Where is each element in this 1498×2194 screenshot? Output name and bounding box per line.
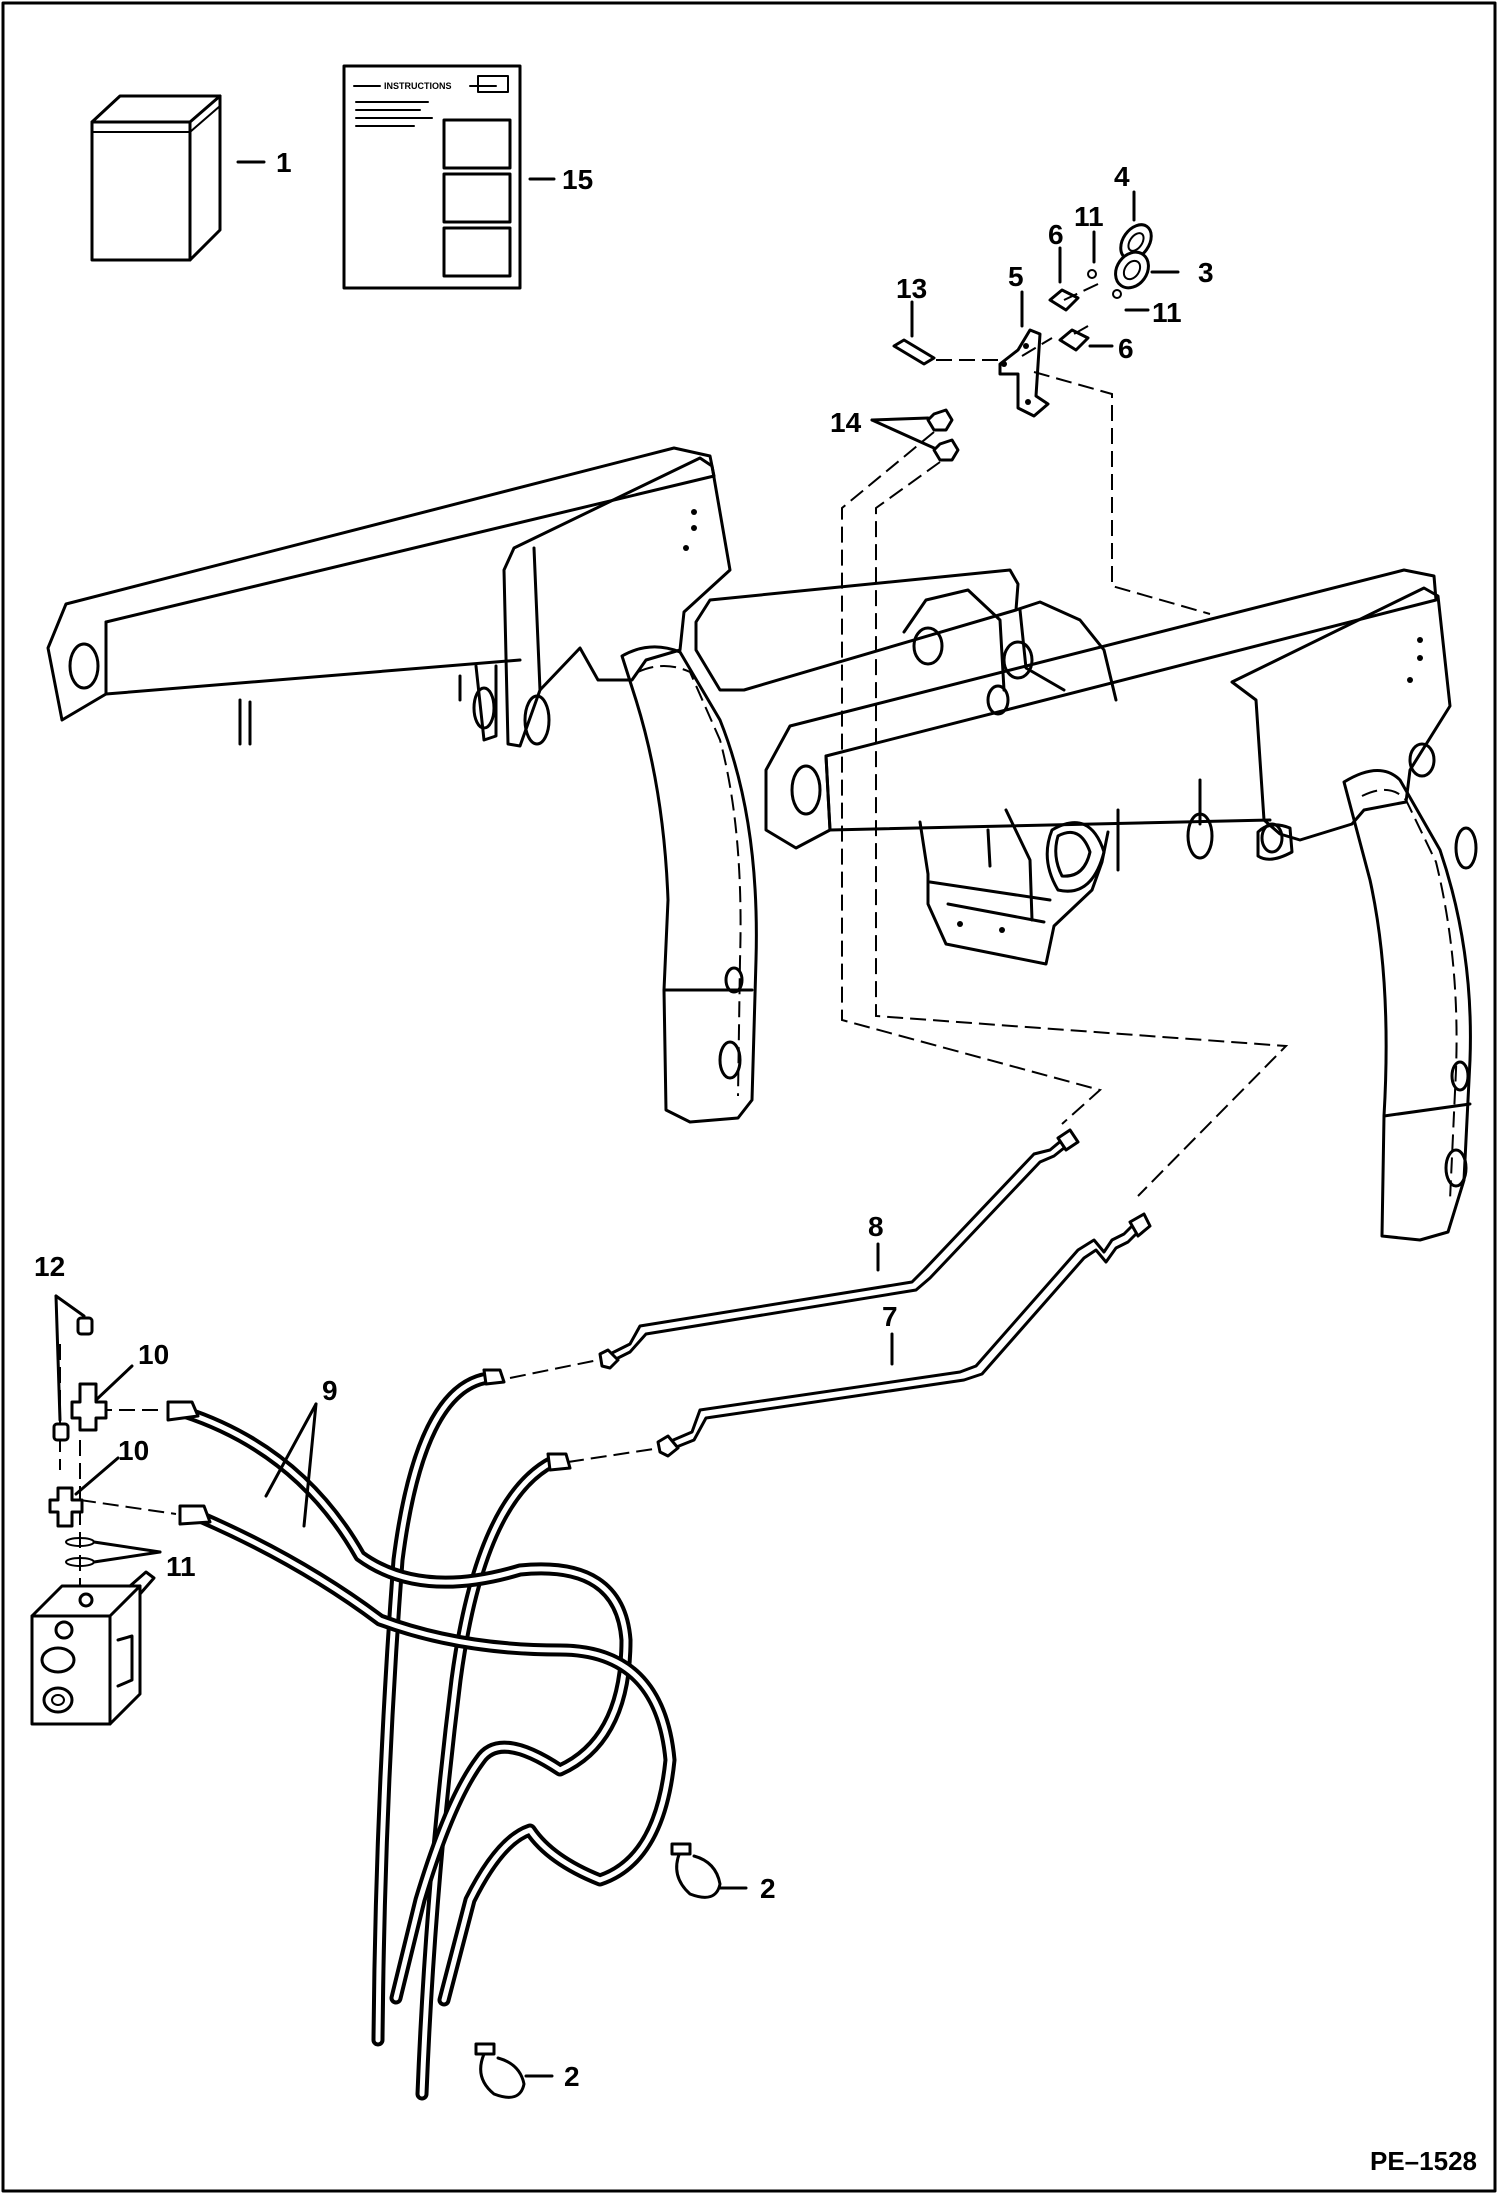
callout-4: 4: [1114, 161, 1130, 192]
callout-13: 13: [896, 273, 927, 304]
callout-7: 7: [882, 1301, 898, 1332]
coupler-hardware: [892, 223, 1153, 462]
hardware-leaders: [870, 190, 1180, 450]
callout-11-lower: 11: [166, 1551, 196, 1582]
callout-2-lower: 2: [564, 2061, 580, 2092]
callout-15: 15: [562, 164, 593, 195]
loader-cross-tube: [694, 568, 1202, 966]
callout-12: 12: [34, 1251, 65, 1282]
instructions-title: INSTRUCTIONS: [384, 81, 452, 91]
hose-clamps: [474, 1842, 722, 2099]
loader-upright-left: [620, 645, 758, 1124]
callout-11-top: 11: [1074, 201, 1104, 232]
control-valve-block: [30, 1570, 156, 1726]
callout-1: 1: [276, 147, 292, 178]
callout-labels: 1 15 4 11 6 3 13 5 11 6 14 8 7 12 10 9 1…: [34, 147, 1214, 2092]
steel-tube-8: [598, 1128, 1080, 1370]
callout-14: 14: [830, 407, 862, 438]
callout-3: 3: [1198, 257, 1214, 288]
callout-6-mid: 6: [1118, 333, 1134, 364]
callout-11-mid: 11: [1152, 297, 1182, 328]
hydraulic-hoses-9: [166, 1368, 677, 2101]
callout-5: 5: [1008, 261, 1024, 292]
callout-10-top: 10: [138, 1339, 169, 1370]
drawing-id: PE–1528: [1370, 2146, 1477, 2176]
kit-box: [90, 94, 222, 262]
valve-leaders: [54, 1294, 318, 1564]
loader-lift-arm-right: [764, 568, 1452, 861]
callout-2-upper: 2: [760, 1873, 776, 1904]
callout-10-lower: 10: [118, 1435, 149, 1466]
callout-9: 9: [322, 1375, 338, 1406]
loader-lift-arm-left: [46, 446, 732, 748]
instruction-sheet: INSTRUCTIONS: [342, 64, 522, 290]
steel-tube-7: [656, 1212, 1152, 1458]
assembly-dashed-lines: [59, 283, 1289, 1598]
loader-upright-right: [1342, 769, 1478, 1242]
callout-6-top: 6: [1048, 219, 1064, 250]
callout-8: 8: [868, 1211, 884, 1242]
valve-fittings: [48, 1316, 108, 1567]
